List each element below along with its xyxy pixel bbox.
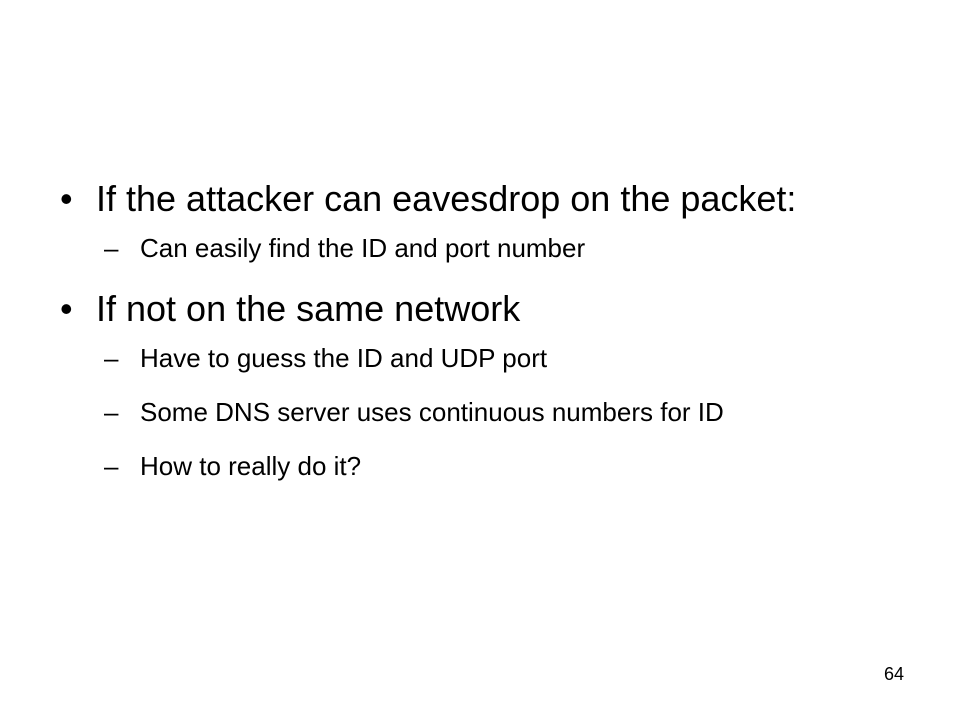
sub-bullet-text: How to really do it? [140, 451, 362, 481]
sub-bullet-item: – Have to guess the ID and UDP port [60, 342, 900, 374]
sub-bullet-item: – Can easily find the ID and port number [60, 232, 900, 264]
bullet-text: If not on the same network [96, 288, 521, 329]
sub-bullet-item: – Some DNS server uses continuous number… [60, 396, 900, 428]
sub-bullet-text: Have to guess the ID and UDP port [140, 343, 548, 373]
bullet-marker: • [60, 288, 73, 329]
sub-bullet-item: – How to really do it? [60, 450, 900, 482]
sub-bullet-marker: – [104, 233, 119, 263]
sub-bullet-marker: – [104, 343, 119, 373]
bullet-marker: • [60, 178, 73, 219]
sub-bullet-text: Can easily find the ID and port number [140, 233, 586, 263]
sub-bullet-text: Some DNS server uses continuous numbers … [140, 397, 724, 427]
sub-bullet-marker: – [104, 451, 119, 481]
bullet-text: If the attacker can eavesdrop on the pac… [96, 178, 797, 219]
sub-bullet-marker: – [104, 397, 119, 427]
bullet-item: • If not on the same network [60, 286, 900, 332]
bullet-item: • If the attacker can eavesdrop on the p… [60, 176, 900, 222]
slide-body: • If the attacker can eavesdrop on the p… [60, 176, 900, 504]
page-number: 64 [884, 664, 905, 684]
